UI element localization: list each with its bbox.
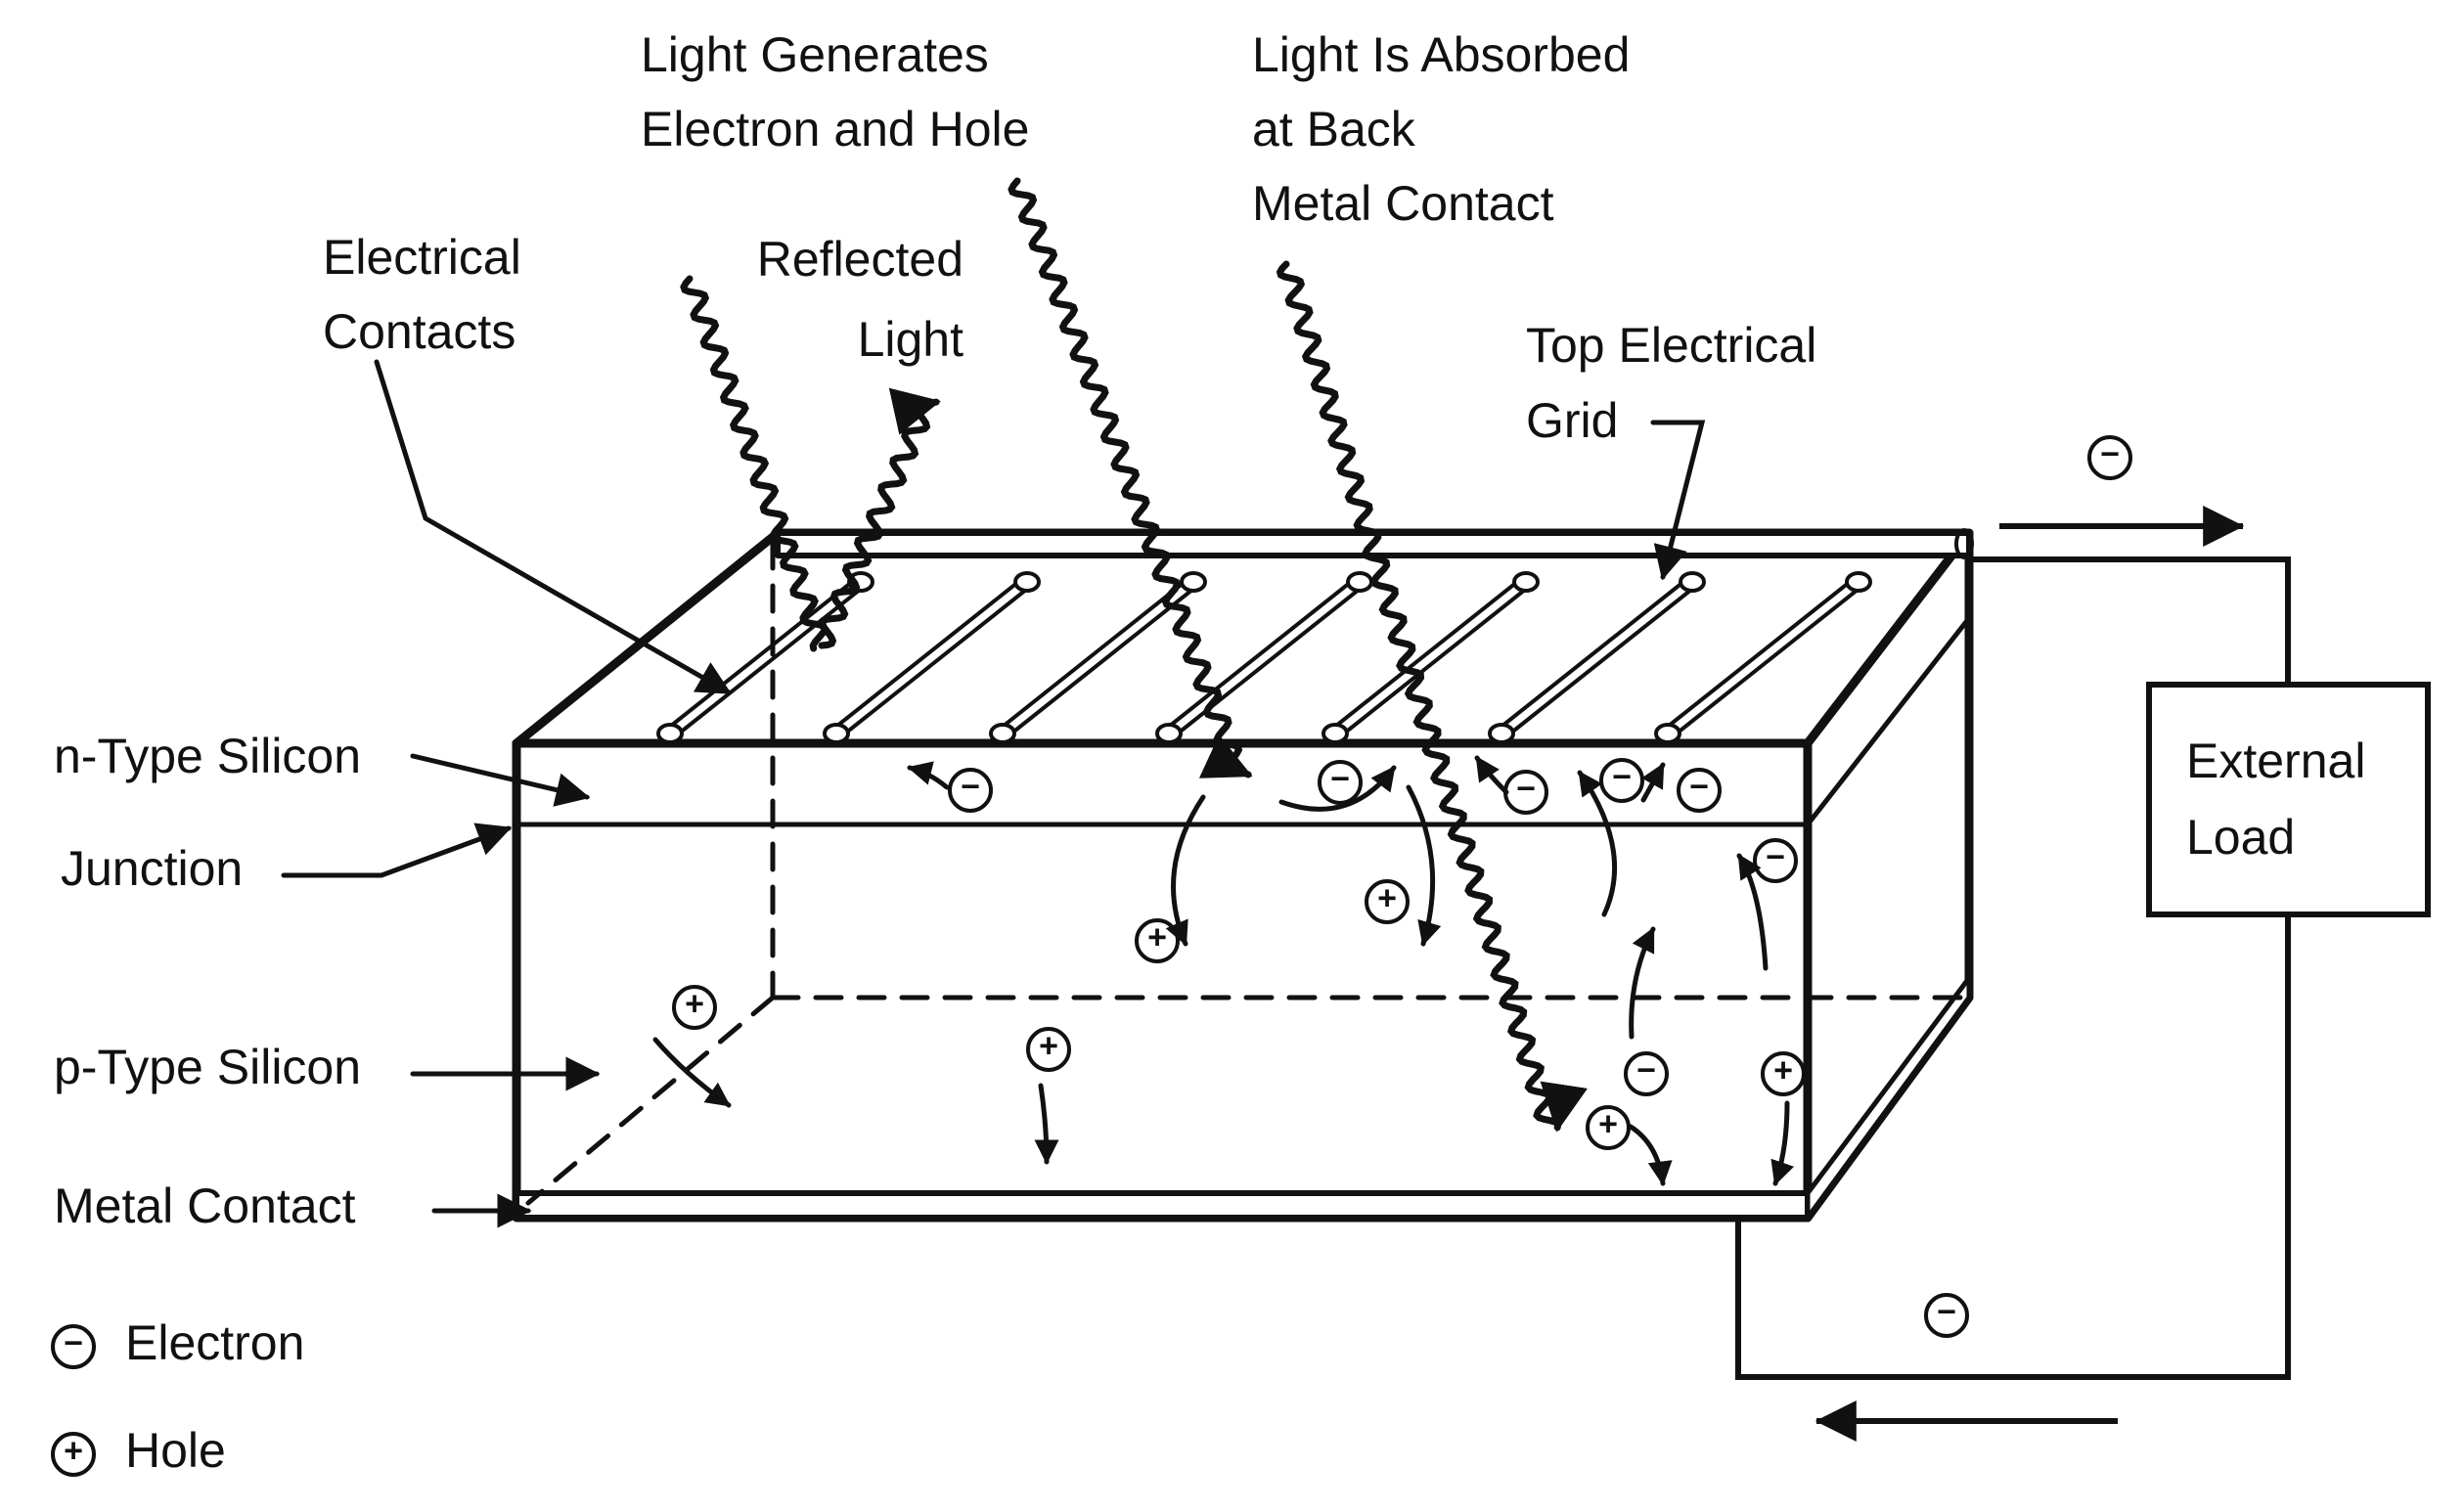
path-e-drift1 (1577, 770, 1618, 917)
legend-hole-symbol-mark: + (51, 1432, 96, 1477)
svg-text:+: + (1147, 919, 1167, 956)
svg-text:+: + (1773, 1052, 1793, 1090)
legend-electron-symbol-mark: − (51, 1324, 96, 1369)
svg-text:+: + (1598, 1106, 1618, 1143)
hidden-edge-diagonal (525, 995, 776, 1206)
svg-text:−: − (2100, 436, 2120, 473)
electron-symbol: − (1318, 760, 1363, 805)
path-e4 (1640, 762, 1666, 803)
leader-junction (281, 823, 513, 878)
n-layer-bottom-side (1805, 615, 1972, 827)
legend-hole-symbol: + (51, 1432, 96, 1477)
label-p-type-silicon: p-Type Silicon (54, 1040, 361, 1094)
light-rays (680, 177, 1589, 1133)
external-circuit (1735, 506, 2431, 1442)
path-h-center (1034, 1083, 1059, 1165)
electron-symbol: − (1503, 770, 1548, 815)
path-h-drift2 (1406, 784, 1442, 947)
path-h-left (652, 1037, 732, 1108)
svg-text:−: − (1330, 761, 1350, 798)
carrier-paths (652, 755, 1795, 1186)
external-load-box (2146, 682, 2431, 917)
svg-text:−: − (1937, 1294, 1956, 1331)
path-e1 (907, 761, 950, 790)
leader-lines (281, 359, 1706, 1228)
hole-symbol: + (1365, 879, 1410, 924)
svg-text:−: − (1636, 1052, 1656, 1090)
svg-text:−: − (64, 1325, 83, 1362)
path-e-drift3 (1629, 926, 1656, 1040)
hole-symbol: + (1026, 1027, 1071, 1072)
electron-symbol: − (2087, 435, 2132, 480)
electron-symbol: − (1753, 838, 1798, 883)
label-n-type-silicon: n-Type Silicon (54, 729, 361, 783)
hole-symbol: + (672, 985, 717, 1030)
wire-bottom (1735, 912, 2291, 1380)
light-ray-reflected-in (680, 275, 829, 652)
light-ray-reflected-out (818, 387, 941, 649)
legend-hole-label: Hole (125, 1423, 226, 1478)
electron-symbol: − (1599, 758, 1644, 803)
grid-finger (1654, 571, 1872, 744)
cell-top-face (512, 528, 1974, 748)
svg-text:−: − (961, 769, 980, 806)
leader-electrical-contacts (374, 359, 733, 695)
leader-n-type (410, 753, 591, 807)
grid-fingers (656, 571, 1872, 744)
svg-text:−: − (1766, 839, 1785, 876)
svg-text:−: − (1612, 759, 1632, 796)
light-ray-generates (1008, 177, 1253, 778)
legend-electron-symbol: − (51, 1324, 96, 1369)
leader-top-grid (1650, 420, 1706, 581)
label-junction: Junction (61, 841, 243, 896)
wire-top (1966, 556, 2291, 688)
svg-text:+: + (1377, 880, 1397, 917)
legend-electron-label: Electron (125, 1315, 304, 1370)
electron-symbol: − (948, 768, 993, 813)
metal-contact-layer (514, 1190, 1811, 1221)
path-e-drift2 (1736, 853, 1769, 971)
svg-text:+: + (64, 1433, 83, 1470)
grid-finger (823, 571, 1041, 744)
legend: − Electron + Hole (51, 1315, 304, 1478)
grid-finger (1322, 571, 1540, 744)
svg-text:+: + (1039, 1028, 1058, 1065)
svg-text:−: − (1516, 771, 1536, 808)
path-h-drift1 (1165, 794, 1206, 947)
path-h-right2 (1770, 1100, 1795, 1186)
light-ray-absorbed (1276, 260, 1589, 1133)
solar-cell-block (512, 528, 1974, 1223)
charge-carriers: −−−−−−−−−++++++ (672, 435, 2132, 1338)
svg-text:+: + (685, 986, 704, 1023)
electron-symbol: − (1677, 768, 1722, 813)
hole-symbol: + (1135, 918, 1180, 963)
electron-symbol: − (1924, 1293, 1969, 1338)
hole-symbol: + (1586, 1105, 1631, 1150)
electron-symbol: − (1624, 1051, 1669, 1096)
label-metal-contact: Metal Contact (54, 1178, 356, 1233)
path-e3 (1474, 755, 1509, 795)
path-ej (1278, 765, 1397, 812)
metal-contact-side (1805, 975, 1972, 1221)
svg-text:−: − (1689, 769, 1709, 806)
path-h-right1 (1628, 1124, 1673, 1186)
hole-symbol: + (1761, 1051, 1806, 1096)
